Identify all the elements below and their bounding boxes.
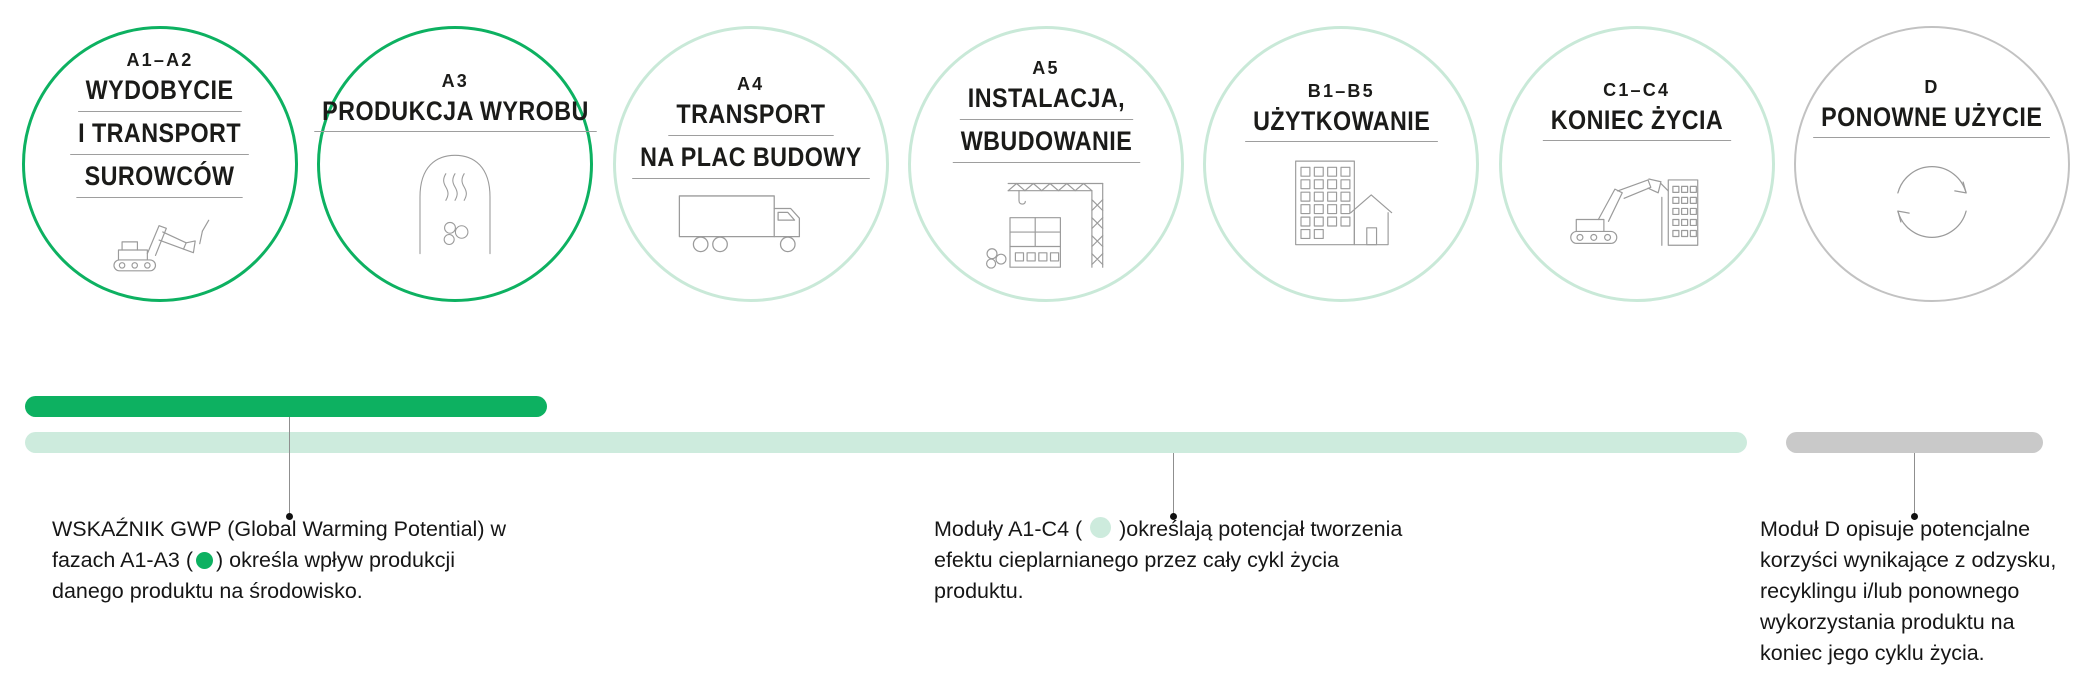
note-text: Moduły A1-C4 ( <box>934 517 1089 541</box>
stage-title-line: WYDOBYCIE <box>78 76 242 113</box>
stage-circle-a1-a2: A1–A2 WYDOBYCIE I TRANSPORT SUROWCÓW <box>22 26 298 302</box>
stage-code: A3 <box>441 70 470 91</box>
stage-code: C1–C4 <box>1603 79 1671 100</box>
mint-dot-icon <box>1090 517 1112 538</box>
stage-circle-b1-b5: B1–B5 UŻYTKOWANIE <box>1203 26 1480 302</box>
stage-title: UŻYTKOWANIE <box>1244 106 1438 150</box>
stage-circle-a5: A5 INSTALACJA, WBUDOWANIE <box>907 26 1184 302</box>
stage-circle-c1-c4: C1–C4 KONIEC ŻYCIA <box>1498 26 1775 302</box>
stage-title-line: WBUDOWANIE <box>952 126 1140 163</box>
demolition-icon <box>1569 178 1698 247</box>
note-full-cycle: Moduły A1-C4 ( )określają potencjał twor… <box>934 514 1426 607</box>
full-cycle-bar <box>25 432 1747 453</box>
recycle-icon <box>1897 166 1967 239</box>
note-gwp: WSKAŹNIK GWP (Global Warming Potential) … <box>52 514 507 607</box>
stage-title: TRANSPORT NA PLAC BUDOWY <box>631 100 870 185</box>
module-d-bar <box>1786 432 2043 453</box>
stage-code: A1–A2 <box>126 50 194 71</box>
note-text: Moduł D opisuje potencjalne korzyści wyn… <box>1760 517 2057 665</box>
stage-code: A5 <box>1032 58 1060 79</box>
note-text: WSKAŹNIK GWP (Global Warming Potential) … <box>52 517 506 572</box>
stage-title: KONIEC ŻYCIA <box>1542 105 1731 149</box>
lifecycle-stages: A1–A2 WYDOBYCIE I TRANSPORT SUROWCÓW A3 … <box>22 26 2070 302</box>
kiln-icon <box>419 155 491 255</box>
stage-title: PONOWNE UŻYCIE <box>1813 102 2051 146</box>
stage-title-line: PRODUKCJA WYROBU <box>314 96 597 133</box>
stage-title-line: UŻYTKOWANIE <box>1244 106 1438 143</box>
stage-title-line: SUROWCÓW <box>77 161 243 198</box>
stage-circle-a3: A3 PRODUKCJA WYROBU <box>314 26 597 302</box>
gwp-bar <box>25 396 547 417</box>
stage-title-line: PONOWNE UŻYCIE <box>1813 102 2051 139</box>
excavator-icon <box>113 219 210 271</box>
stage-code: A4 <box>736 74 765 95</box>
stage-title-line: I TRANSPORT <box>70 118 250 155</box>
full-cycle-connector-line <box>1170 453 1177 520</box>
stage-title: INSTALACJA, WBUDOWANIE <box>952 84 1140 169</box>
stage-title-line: NA PLAC BUDOWY <box>631 142 870 179</box>
note-module-d: Moduł D opisuje potencjalne korzyści wyn… <box>1760 514 2062 669</box>
crane-icon <box>985 182 1104 269</box>
green-dot-icon <box>196 552 214 569</box>
stage-title-line: KONIEC ŻYCIA <box>1542 105 1731 142</box>
note-text: ) określa wpływ produkcji danego produkt… <box>52 548 455 603</box>
truck-icon <box>678 194 800 252</box>
note-text: )określają potencjał tworzenia efektu ci… <box>934 517 1403 603</box>
module-d-connector-line <box>1911 453 1918 520</box>
stage-title: WYDOBYCIE I TRANSPORT SUROWCÓW <box>70 76 250 204</box>
gwp-connector-line <box>286 417 293 520</box>
buildings-icon <box>1295 160 1393 246</box>
stage-circle-d: D PONOWNE UŻYCIE <box>1793 26 2070 302</box>
stage-title-line: TRANSPORT <box>668 100 834 136</box>
stage-title-line: INSTALACJA, <box>959 84 1133 120</box>
stage-code: B1–B5 <box>1307 80 1375 101</box>
stage-code: D <box>1924 76 1940 97</box>
stage-title: PRODUKCJA WYROBU <box>314 96 597 140</box>
stage-circle-a4: A4 TRANSPORT NA PLAC BUDOWY <box>612 26 889 302</box>
